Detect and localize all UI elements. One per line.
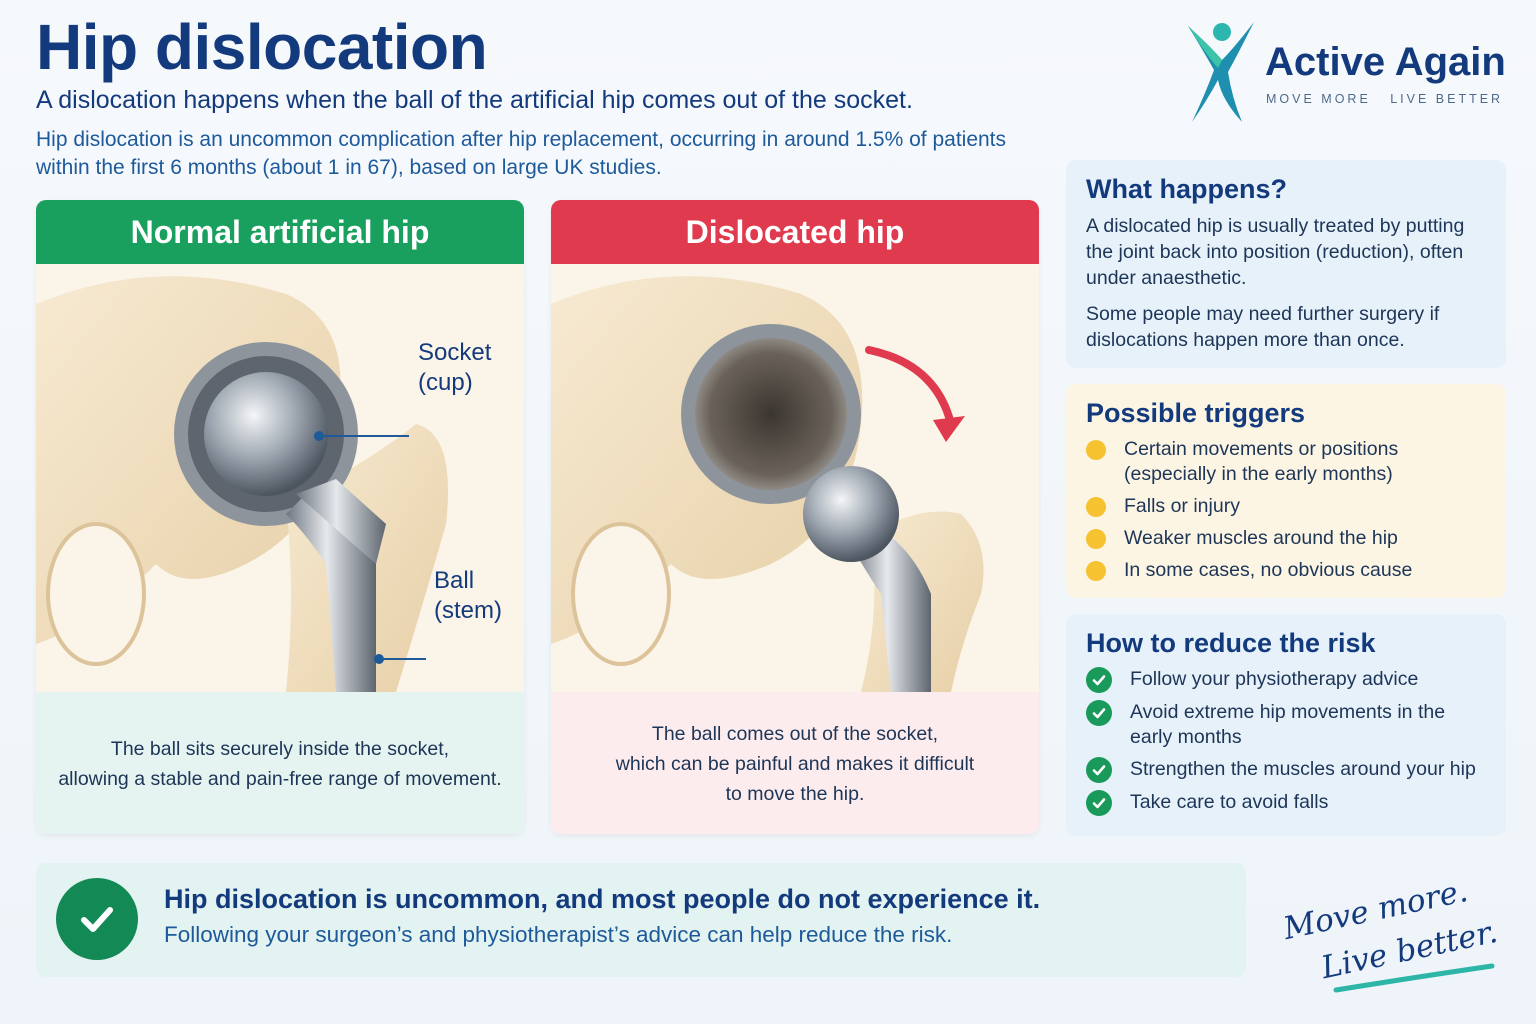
banner-subtext: Following your surgeon’s and physiothera… bbox=[164, 922, 953, 947]
check-icon bbox=[1086, 667, 1112, 693]
bullet-dot-icon bbox=[1086, 561, 1106, 581]
ball-label: Ball (stem) bbox=[434, 567, 502, 624]
logo-name: Active Again bbox=[1265, 40, 1506, 84]
page-subtitle: A dislocation happens when the ball of t… bbox=[36, 86, 913, 114]
normal-hip-caption: The ball sits securely inside the socket… bbox=[36, 692, 524, 834]
list-item: Take care to avoid falls bbox=[1086, 790, 1486, 816]
normal-hip-heading: Normal artificial hip bbox=[36, 200, 524, 264]
slogan-underline-icon bbox=[1333, 963, 1495, 993]
bullet-dot-icon bbox=[1086, 440, 1106, 460]
check-icon bbox=[1086, 790, 1112, 816]
list-item: Avoid extreme hip movements in the early… bbox=[1086, 700, 1486, 750]
normal-hip-drawing bbox=[36, 264, 524, 692]
logo-figure-icon bbox=[1188, 22, 1254, 122]
banner-headline: Hip dislocation is uncommon, and most pe… bbox=[164, 884, 1041, 914]
list-item: Strengthen the muscles around your hip bbox=[1086, 757, 1486, 783]
what-happens-title: What happens? bbox=[1086, 174, 1287, 204]
list-item: Falls or injury bbox=[1086, 494, 1486, 519]
large-check-icon bbox=[56, 878, 138, 960]
reassurance-banner bbox=[36, 863, 1246, 977]
check-icon bbox=[1086, 700, 1112, 726]
intro-text: Hip dislocation is an uncommon complicat… bbox=[36, 128, 1007, 179]
what-happens-text-2: Some people may need further surgery if … bbox=[1086, 303, 1440, 351]
dislocated-hip-drawing bbox=[551, 264, 1039, 692]
list-item: In some cases, no obvious cause bbox=[1086, 558, 1486, 583]
list-item: Weaker muscles around the hip bbox=[1086, 526, 1486, 551]
bullet-dot-icon bbox=[1086, 529, 1106, 549]
reduce-risk-card: How to reduce the risk Follow your physi… bbox=[1066, 614, 1506, 836]
socket-label: Socket (cup) bbox=[418, 339, 492, 396]
dislocated-hip-illustration bbox=[551, 264, 1039, 692]
normal-hip-panel: Normal artificial hip bbox=[36, 200, 524, 834]
page-title: Hip dislocation bbox=[36, 11, 488, 83]
list-item: Follow your physiotherapy advice bbox=[1086, 667, 1486, 693]
normal-hip-illustration: Socket (cup) Ball (stem) bbox=[36, 264, 524, 692]
dislocated-hip-heading: Dislocated hip bbox=[551, 200, 1039, 264]
triggers-title: Possible triggers bbox=[1086, 398, 1306, 428]
slogan: Move more. Live better. bbox=[1280, 870, 1510, 1000]
list-item: Certain movements or positions (especial… bbox=[1086, 437, 1486, 487]
dislocated-hip-caption: The ball comes out of the socket, which … bbox=[551, 692, 1039, 834]
what-happens-text-1: A dislocated hip is usually treated by p… bbox=[1086, 215, 1465, 289]
logo bbox=[1182, 18, 1262, 126]
what-happens-card: What happens? A dislocated hip is usuall… bbox=[1066, 160, 1506, 368]
triggers-card: Possible triggers Certain movements or p… bbox=[1066, 384, 1506, 598]
reduce-risk-title: How to reduce the risk bbox=[1086, 628, 1376, 658]
logo-tagline: MOVE MORE LIVE BETTER bbox=[1266, 92, 1504, 106]
check-icon bbox=[1086, 757, 1112, 783]
dislocated-hip-panel: Dislocated hip bbox=[551, 200, 1039, 834]
bullet-dot-icon bbox=[1086, 497, 1106, 517]
